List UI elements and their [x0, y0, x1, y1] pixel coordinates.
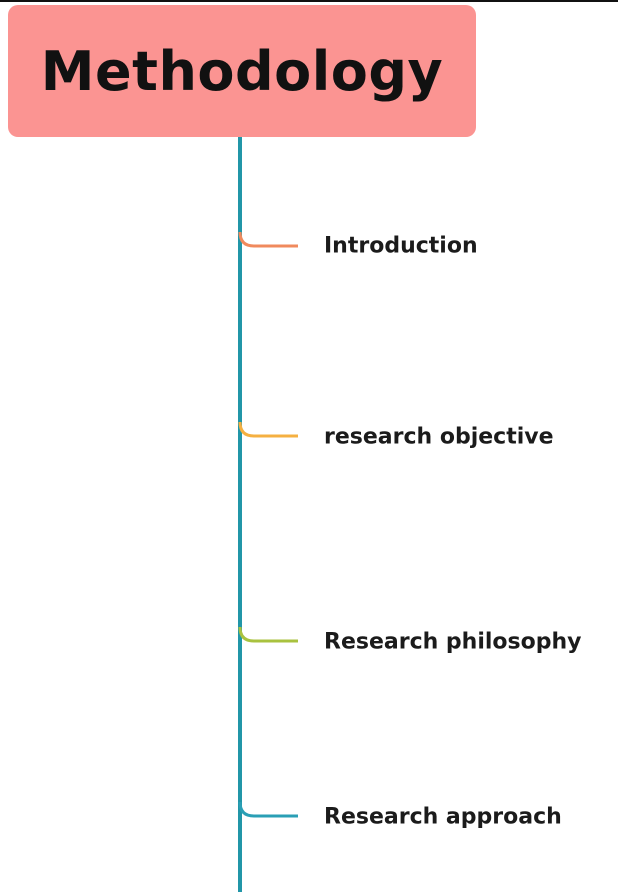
branch-connector-research-philosophy: [238, 626, 298, 643]
branch-label-introduction[interactable]: Introduction: [324, 233, 478, 259]
root-node[interactable]: Methodology: [8, 5, 476, 137]
branch-connector-research-approach: [238, 801, 298, 818]
branch-label-research-approach[interactable]: Research approach: [324, 804, 562, 830]
branch-label-research-philosophy[interactable]: Research philosophy: [324, 629, 582, 655]
branch-label-research-objective[interactable]: research objective: [324, 424, 554, 450]
top-border: [0, 0, 618, 2]
branch-connector-introduction: [238, 231, 298, 248]
branch-connector-research-objective: [238, 421, 298, 438]
root-title: Methodology: [40, 39, 444, 103]
